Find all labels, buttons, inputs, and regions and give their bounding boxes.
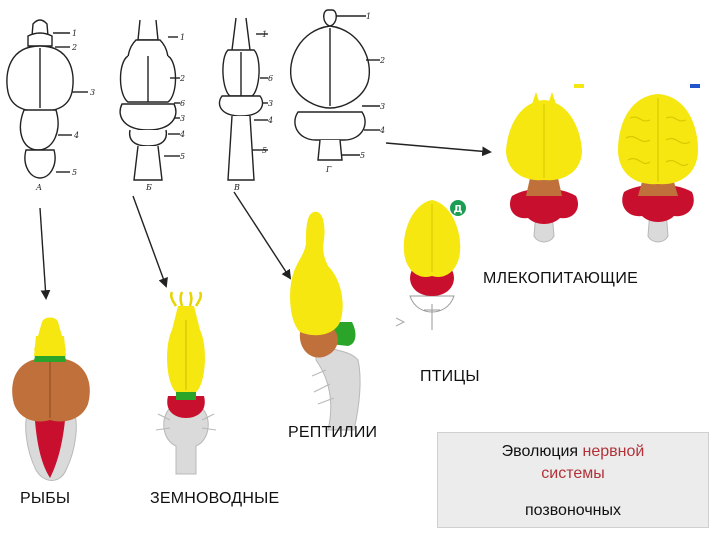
svg-text:6: 6 bbox=[180, 99, 185, 108]
svg-text:3: 3 bbox=[90, 88, 95, 97]
label-fish: РЫБЫ bbox=[20, 490, 71, 507]
sketch-a-letter: А bbox=[35, 183, 42, 192]
sketch-g-brain bbox=[290, 9, 380, 161]
sketch-a-brain bbox=[6, 19, 88, 179]
arrow-to-amphibians bbox=[132, 195, 168, 288]
svg-text:3: 3 bbox=[268, 99, 273, 108]
svg-text:4: 4 bbox=[179, 130, 185, 139]
svg-text:1: 1 bbox=[180, 33, 185, 42]
svg-text:1: 1 bbox=[72, 29, 77, 38]
label-mammals: МЛЕКОПИТАЮЩИЕ bbox=[483, 270, 638, 287]
sketch-g-numbers: 1 2 3 4 5 bbox=[360, 12, 385, 160]
svg-text:5: 5 bbox=[180, 152, 185, 161]
sketch-v-numbers: 1 6 3 4 5 bbox=[262, 30, 273, 155]
mammal-folded-midbrain bbox=[638, 182, 678, 196]
reptile-forebrain bbox=[290, 211, 343, 336]
info-title-accent: нервной bbox=[582, 443, 645, 460]
sketch-b-numbers: 1 2 6 3 4 5 bbox=[179, 33, 185, 161]
bird-brain: Д bbox=[395, 200, 466, 330]
bird-badge-letter: Д bbox=[454, 204, 463, 215]
svg-text:4: 4 bbox=[379, 126, 385, 135]
arrow-to-reptiles bbox=[233, 191, 292, 280]
legend-mark-yellow bbox=[574, 84, 584, 88]
info-title-line3: позвоночных bbox=[525, 502, 621, 519]
legend-mark-blue bbox=[690, 84, 700, 88]
reptile-medulla bbox=[315, 343, 361, 431]
amphibian-cerebellum bbox=[167, 396, 205, 418]
info-box: Эволюция нервной системы позвоночных bbox=[437, 432, 709, 528]
svg-text:1: 1 bbox=[366, 12, 371, 21]
info-title-prefix: Эволюция bbox=[501, 443, 579, 460]
svg-text:5: 5 bbox=[262, 146, 267, 155]
fish-midbrain bbox=[12, 357, 90, 422]
svg-text:2: 2 bbox=[179, 74, 185, 83]
label-reptiles: РЕПТИЛИИ bbox=[288, 424, 378, 441]
sketch-b-brain bbox=[119, 19, 180, 181]
svg-text:2: 2 bbox=[71, 43, 77, 52]
sketch-b-letter: Б bbox=[145, 183, 152, 192]
svg-text:5: 5 bbox=[72, 168, 77, 177]
svg-text:2: 2 bbox=[379, 56, 385, 65]
arrow-to-mammals bbox=[385, 142, 492, 157]
label-amphibians: ЗЕМНОВОДНЫЕ bbox=[150, 490, 280, 507]
svg-text:4: 4 bbox=[267, 116, 273, 125]
mammal-smooth-cerebellum bbox=[509, 188, 579, 224]
mammal-brain-folded bbox=[618, 94, 698, 243]
amphibian-brain bbox=[155, 291, 217, 475]
fish-cerebellum bbox=[34, 408, 66, 478]
fish-brain bbox=[12, 317, 90, 481]
info-title-line1: Эволюция нервной bbox=[438, 443, 708, 461]
svg-text:6: 6 bbox=[268, 74, 273, 83]
sketch-v-letter: В bbox=[233, 183, 240, 192]
sketch-a-numbers: 1 2 3 4 5 bbox=[71, 29, 95, 177]
svg-text:3: 3 bbox=[180, 114, 185, 123]
sketch-g-letter: Г bbox=[325, 165, 332, 174]
svg-text:4: 4 bbox=[73, 131, 79, 140]
svg-text:3: 3 bbox=[380, 102, 385, 111]
mammal-smooth-midbrain bbox=[526, 178, 562, 196]
sketch-v-brain bbox=[218, 17, 268, 181]
mammal-brain-smooth bbox=[506, 92, 582, 243]
label-birds: ПТИЦЫ bbox=[420, 368, 480, 385]
svg-text:1: 1 bbox=[262, 30, 267, 39]
reptile-brain bbox=[290, 211, 361, 431]
bird-badge bbox=[450, 200, 466, 216]
arrow-to-fish bbox=[39, 207, 51, 300]
info-title-line2: системы bbox=[541, 465, 605, 482]
evolution-arrows bbox=[39, 142, 492, 300]
svg-text:5: 5 bbox=[360, 151, 365, 160]
